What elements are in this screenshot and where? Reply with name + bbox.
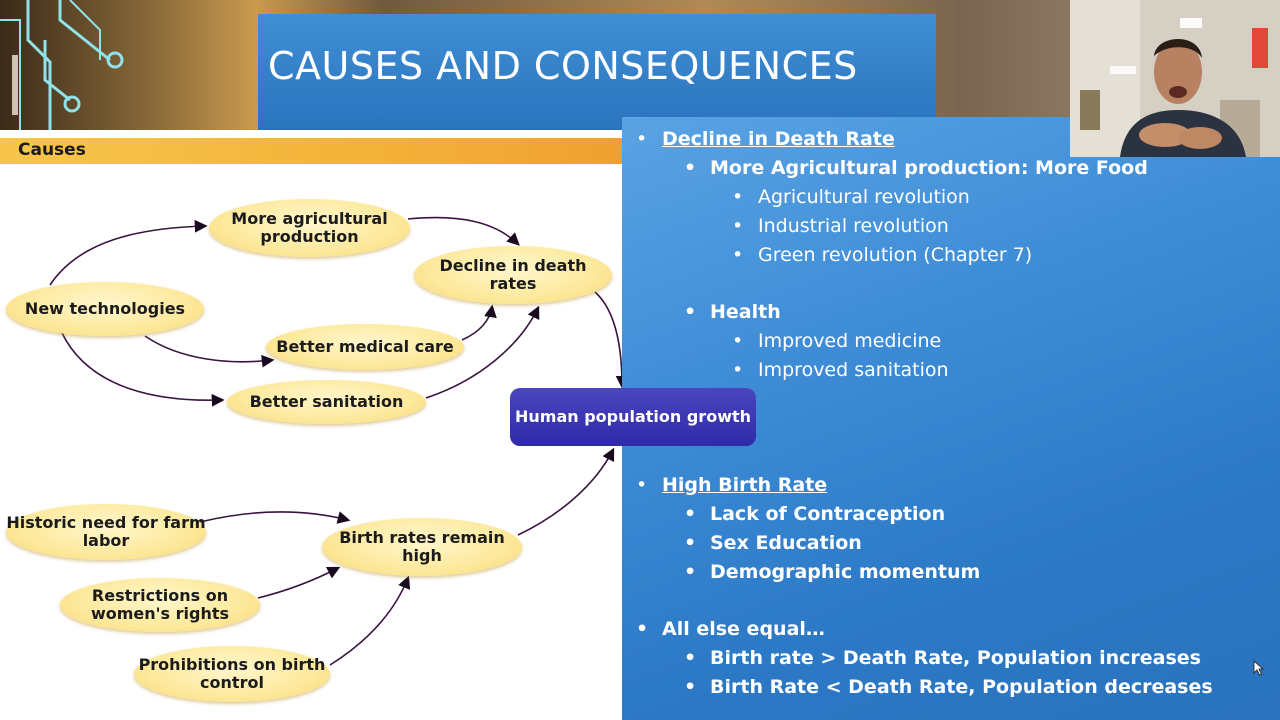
node-human-population-growth: Human population growth: [510, 388, 756, 446]
arrow-restrict-birth: [257, 566, 341, 599]
bullet-heading: Decline in Death Rate: [662, 128, 895, 150]
arrow-med-decline: [461, 304, 497, 341]
bullet-all-else-equal: • All else equal…: [636, 618, 825, 640]
causes-diagram: [49, 216, 622, 666]
node-historic-need-farm-labor: Historic need for farm labor: [6, 504, 206, 560]
circuit-decoration: [0, 0, 124, 130]
node-better-medical-care: Better medical care: [266, 324, 464, 370]
bullet-item: • Improved medicine: [732, 330, 942, 352]
node-restrictions-womens-rights: Restrictions on women's rights: [60, 578, 260, 632]
bullet-item: • Birth rate > Death Rate, Population in…: [684, 647, 1201, 669]
mouse-cursor-icon: [1253, 660, 1265, 676]
bullet-item: • Improved sanitation: [732, 359, 949, 381]
arrow-newtech-san: [61, 332, 225, 407]
bullet-item: • Demographic momentum: [684, 561, 981, 583]
webcam-scene: [1070, 0, 1280, 157]
bullet-item: • Lack of Contraception: [684, 503, 946, 525]
causes-header-label: Causes: [18, 140, 86, 160]
arrow-birth-hpg: [517, 447, 615, 536]
node-prohibitions-birth-control: Prohibitions on birth control: [134, 646, 330, 702]
node-birth-rates-remain-high: Birth rates remain high: [322, 518, 522, 576]
arrow-ag-decline: [407, 216, 520, 246]
bullet-high-birth-rate: • High Birth Rate: [636, 474, 828, 496]
presenter-webcam: [1070, 0, 1280, 157]
bullet-health: • Health: [684, 301, 781, 323]
arrow-decline-hpg: [594, 291, 622, 389]
node-new-technologies: New technologies: [6, 282, 204, 336]
node-decline-in-death-rates: Decline in death rates: [414, 246, 612, 304]
bullet-more-food: • More Agricultural production: More Foo…: [684, 157, 1148, 179]
node-better-sanitation: Better sanitation: [227, 380, 426, 424]
causes-header-bar: [0, 138, 622, 164]
arrow-historic-birth: [199, 511, 351, 524]
arrow-san-decline: [425, 305, 540, 399]
arrow-prohib-birth: [329, 575, 411, 666]
bullet-item: • Industrial revolution: [732, 215, 949, 237]
node-more-agricultural-production: More agricultural production: [209, 199, 410, 257]
slide-title: CAUSES AND CONSEQUENCES: [268, 44, 858, 88]
bullet-item: • Sex Education: [684, 532, 862, 554]
arrow-newtech-med: [144, 335, 275, 368]
title-box: [258, 14, 936, 130]
bullet-item: • Birth Rate < Death Rate, Population de…: [684, 676, 1213, 698]
arrow-newtech-ag: [49, 219, 208, 286]
bullet-item: • Agricultural revolution: [732, 186, 970, 208]
bullet-decline-death-rate: • Decline in Death Rate: [636, 128, 895, 150]
bullet-item: • Green revolution (Chapter 7): [732, 244, 1033, 266]
bullet-heading: High Birth Rate: [662, 474, 828, 496]
